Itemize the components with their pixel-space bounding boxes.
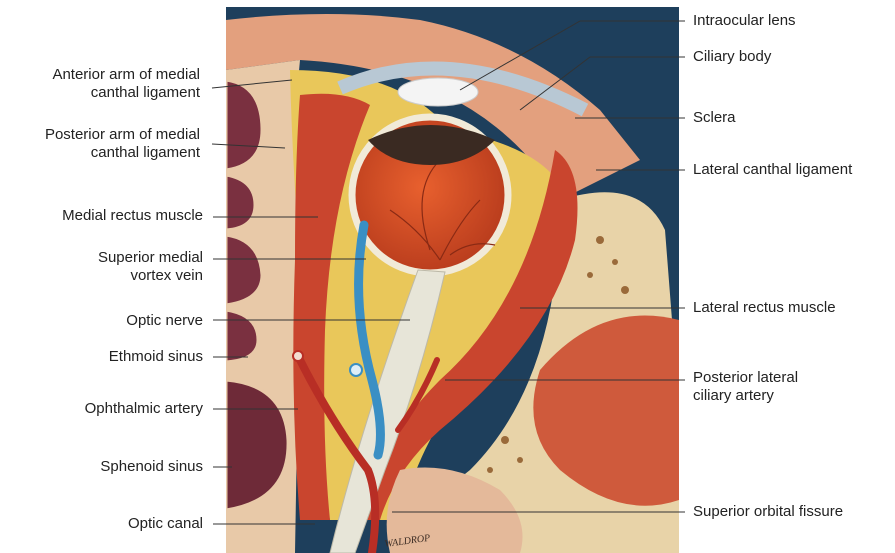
label-medial-rectus-muscle: Medial rectus muscle bbox=[62, 207, 203, 225]
label-line-1: Posterior lateral bbox=[693, 369, 798, 387]
label-lateral-rectus-muscle: Lateral rectus muscle bbox=[693, 299, 836, 317]
label-superior-orbital-fissure: Superior orbital fissure bbox=[693, 503, 843, 521]
label-anterior-arm-medial-canthal-ligament: Anterior arm of medial canthal ligament bbox=[52, 66, 200, 102]
label-ethmoid-sinus: Ethmoid sinus bbox=[109, 348, 203, 366]
label-optic-nerve: Optic nerve bbox=[126, 312, 203, 330]
label-line-1: Anterior arm of medial bbox=[52, 66, 200, 84]
label-sclera: Sclera bbox=[693, 109, 736, 127]
label-ciliary-body: Ciliary body bbox=[693, 48, 771, 66]
label-ophthalmic-artery: Ophthalmic artery bbox=[85, 400, 203, 418]
label-superior-medial-vortex-vein: Superior medial vortex vein bbox=[98, 249, 203, 285]
label-lateral-canthal-ligament: Lateral canthal ligament bbox=[693, 161, 852, 179]
label-line-1: Posterior arm of medial bbox=[45, 126, 200, 144]
label-sphenoid-sinus: Sphenoid sinus bbox=[100, 458, 203, 476]
label-intraocular-lens: Intraocular lens bbox=[693, 12, 796, 30]
label-line-2: canthal ligament bbox=[52, 84, 200, 102]
label-posterior-lateral-ciliary-artery: Posterior lateral ciliary artery bbox=[693, 369, 798, 405]
label-line-2: ciliary artery bbox=[693, 387, 798, 405]
label-line-2: canthal ligament bbox=[45, 144, 200, 162]
label-posterior-arm-medial-canthal-ligament: Posterior arm of medial canthal ligament bbox=[45, 126, 200, 162]
label-line-2: vortex vein bbox=[98, 267, 203, 285]
intraocular-lens-shape bbox=[398, 78, 478, 106]
label-optic-canal: Optic canal bbox=[128, 515, 203, 533]
label-line-1: Superior medial bbox=[98, 249, 203, 267]
